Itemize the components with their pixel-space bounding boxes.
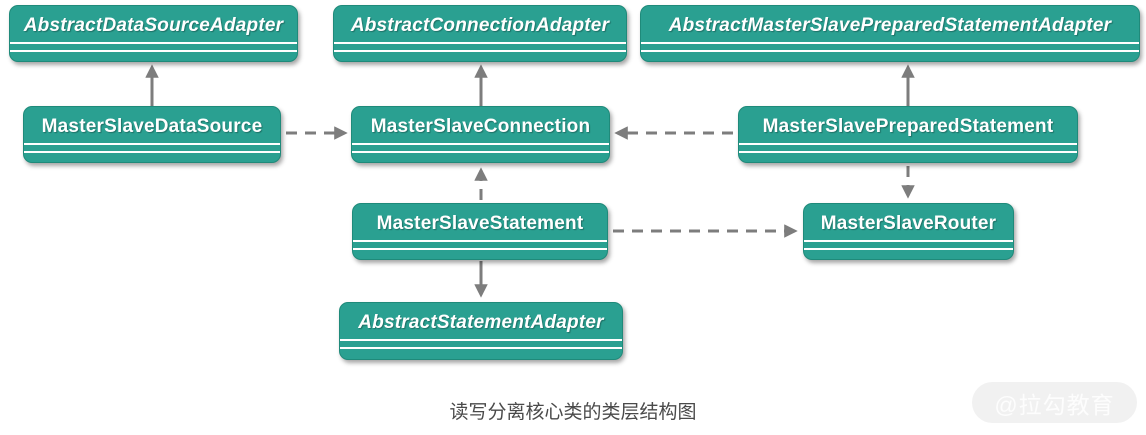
compartment-divider (24, 151, 280, 153)
compartment-divider (641, 42, 1139, 44)
compartment-divider (352, 143, 609, 145)
compartment-divider (641, 50, 1139, 52)
class-node-abstract-connection-adapter: AbstractConnectionAdapter (333, 5, 627, 62)
compartment-divider (10, 42, 297, 44)
watermark-text: @拉勾教育 (994, 391, 1115, 418)
class-node-abstract-statement-adapter: AbstractStatementAdapter (339, 302, 623, 360)
watermark-badge: @拉勾教育 (972, 382, 1137, 423)
class-name: AbstractDataSourceAdapter (23, 14, 284, 36)
compartment-divider (340, 347, 622, 349)
compartment-divider (340, 339, 622, 341)
compartment-divider (10, 50, 297, 52)
compartment-divider (352, 151, 609, 153)
compartment-divider (804, 248, 1013, 250)
class-node-master-slave-data-source: MasterSlaveDataSource (23, 106, 281, 163)
compartment-divider (24, 143, 280, 145)
compartment-divider (739, 151, 1077, 153)
class-name: MasterSlaveDataSource (41, 115, 263, 137)
class-name: AbstractMasterSlavePreparedStatementAdap… (668, 14, 1112, 36)
class-name: MasterSlaveConnection (370, 115, 591, 137)
compartment-divider (739, 143, 1077, 145)
class-name: AbstractConnectionAdapter (350, 14, 610, 36)
diagram-caption: 读写分离核心类的类层结构图 (449, 402, 697, 423)
class-node-master-slave-router: MasterSlaveRouter (803, 203, 1014, 260)
class-name: MasterSlaveStatement (376, 212, 584, 234)
class-node-abstract-master-slave-prepared-statement-adapter: AbstractMasterSlavePreparedStatementAdap… (640, 5, 1140, 62)
compartment-divider (334, 50, 626, 52)
compartment-divider (353, 240, 607, 242)
class-name: MasterSlaveRouter (820, 212, 997, 234)
compartment-divider (353, 248, 607, 250)
compartment-divider (804, 240, 1013, 242)
compartment-divider (334, 42, 626, 44)
class-node-master-slave-connection: MasterSlaveConnection (351, 106, 610, 163)
class-node-master-slave-statement: MasterSlaveStatement (352, 203, 608, 260)
class-node-abstract-data-source-adapter: AbstractDataSourceAdapter (9, 5, 298, 62)
class-name: AbstractStatementAdapter (358, 312, 604, 333)
class-name: MasterSlavePreparedStatement (762, 115, 1054, 137)
class-node-master-slave-prepared-statement: MasterSlavePreparedStatement (738, 106, 1078, 163)
